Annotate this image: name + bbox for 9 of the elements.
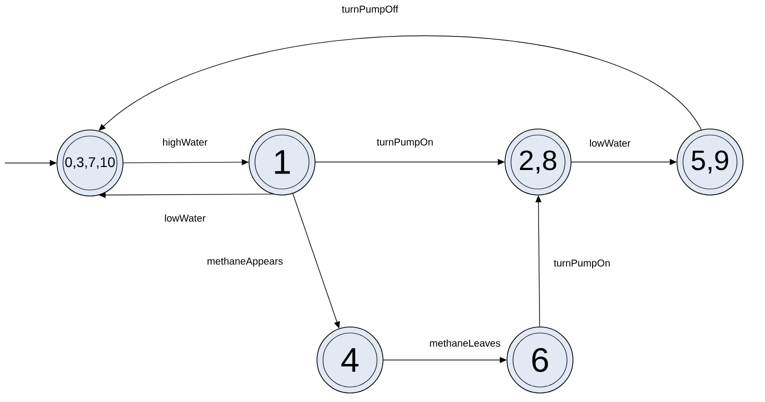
edge-label: turnPumpOff bbox=[340, 4, 400, 16]
edge-label: highWater bbox=[160, 136, 210, 150]
edge-label: lowWater bbox=[588, 138, 632, 148]
edge-label: lowWater bbox=[162, 212, 208, 224]
edge-label: turnPumpOn bbox=[552, 258, 612, 270]
edge-label: methaneLeaves bbox=[428, 338, 502, 348]
edge-label: turnPumpOn bbox=[375, 136, 435, 150]
edge-label: methaneAppears bbox=[205, 256, 285, 268]
arrow bbox=[98, 35, 702, 131]
